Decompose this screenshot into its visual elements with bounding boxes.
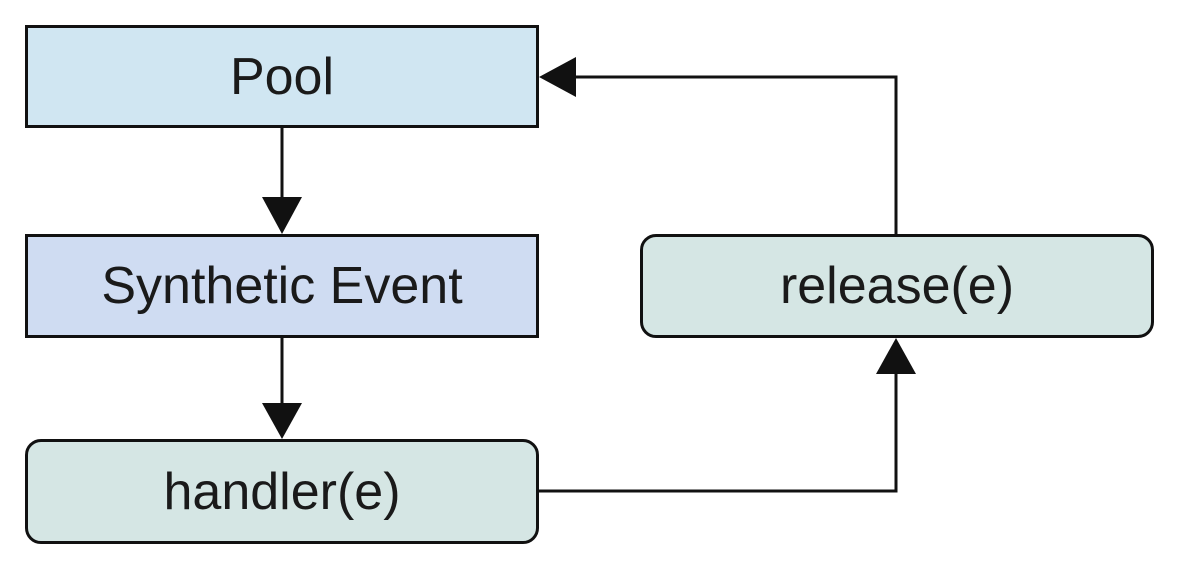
pool-node: Pool: [25, 25, 539, 128]
edge-handler-to-release: [539, 372, 898, 493]
release-node: release(e): [640, 234, 1154, 338]
arrowhead-up-icon: [876, 338, 916, 374]
edge-release-to-pool: [574, 75, 898, 234]
arrowhead-left-icon: [539, 57, 576, 97]
arrowhead-down-icon: [262, 403, 302, 439]
handler-node: handler(e): [25, 439, 539, 544]
synthetic-event-label: Synthetic Event: [101, 257, 463, 315]
release-label: release(e): [779, 257, 1015, 315]
arrowhead-down-icon: [262, 197, 302, 234]
pool-label: Pool: [229, 47, 335, 106]
handler-label: handler(e): [163, 462, 401, 521]
synthetic-event-node: Synthetic Event: [25, 234, 539, 338]
